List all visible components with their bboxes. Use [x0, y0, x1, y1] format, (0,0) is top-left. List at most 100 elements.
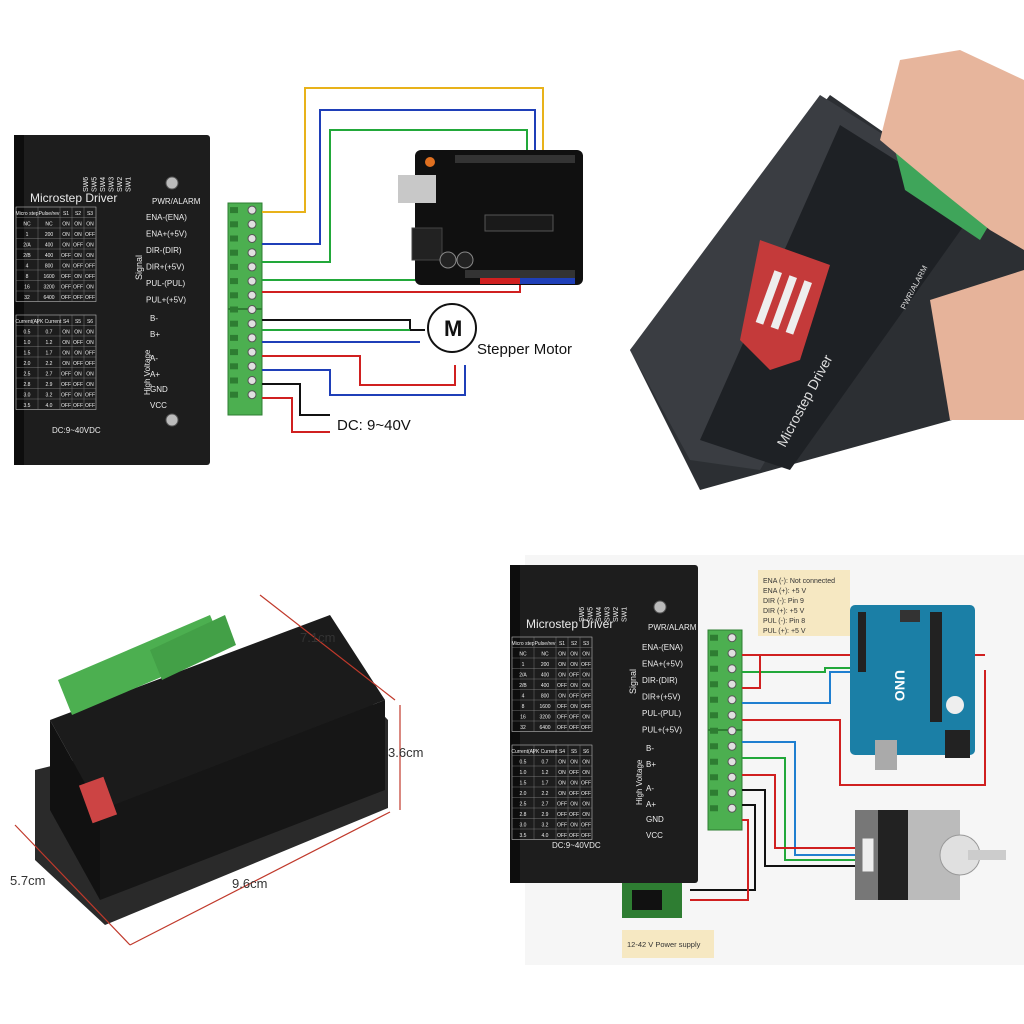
- current-table-cell: 2.5: [520, 802, 527, 808]
- power-supply-jack: [622, 883, 682, 918]
- step-table-cell: NC: [23, 222, 31, 228]
- step-table-cell: OFF: [557, 715, 567, 721]
- hv-pin-label: A+: [646, 800, 656, 809]
- current-table-cell: 3.5: [520, 833, 527, 839]
- connection-note-line: ENA (-): Not connected: [763, 578, 835, 585]
- current-table-cell: OFF: [73, 361, 83, 367]
- current-table-cell: OFF: [557, 802, 567, 808]
- mount-screw-bottom: [165, 413, 179, 427]
- current-table-header: Current(A): [15, 319, 39, 325]
- terminal-screw: [727, 648, 737, 658]
- power-supply-note: 12-42 V Power supply: [622, 930, 714, 958]
- current-table-header: PK Current: [533, 749, 558, 755]
- hv-pin-label: GND: [646, 815, 664, 824]
- current-table-cell: 0.7: [46, 330, 53, 336]
- current-table-cell: OFF: [61, 393, 71, 399]
- terminal-screw: [727, 772, 737, 782]
- signal-group-label-2: Signal: [628, 669, 638, 694]
- step-table-cell: ON: [86, 253, 94, 259]
- current-table-cell: OFF: [569, 833, 579, 839]
- step-table-cell: 32: [520, 725, 526, 731]
- current-table-cell: 2.2: [542, 791, 549, 797]
- terminal-screw: [727, 633, 737, 643]
- sw-label: SW3: [109, 177, 116, 192]
- stepper-motor-label: Stepper Motor: [477, 341, 572, 358]
- current-table-cell: ON: [570, 802, 578, 808]
- sw-label: SW2: [117, 177, 124, 192]
- step-table-cell: 200: [541, 662, 550, 668]
- current-table-cell: OFF: [569, 812, 579, 818]
- current-table-header: S5: [571, 749, 577, 755]
- current-table-cell: ON: [558, 770, 566, 776]
- current-table-cell: OFF: [581, 791, 591, 797]
- step-table-cell: ON: [582, 715, 590, 721]
- uno-label: UNO: [892, 670, 908, 701]
- terminal-screw: [727, 757, 737, 767]
- current-table-cell: OFF: [61, 372, 71, 378]
- current-table-cell: ON: [558, 781, 566, 787]
- step-table-cell: ON: [558, 662, 566, 668]
- step-table-cell: OFF: [581, 725, 591, 731]
- current-table-cell: ON: [62, 351, 70, 357]
- current-table-header: S6: [583, 749, 589, 755]
- sw-label: SW4: [100, 177, 107, 192]
- step-table-cell: ON: [62, 232, 70, 238]
- sw-label: SW1: [126, 177, 133, 192]
- step-table-cell: 32: [24, 295, 30, 301]
- current-table-cell: 0.7: [542, 760, 549, 766]
- driver-title-2: Microstep Driver: [526, 617, 613, 631]
- pwr-alarm-label: PWR/ALARM: [152, 197, 201, 206]
- signal-pin-label: PUL+(+5V): [642, 726, 682, 735]
- signal-group-label: Signal: [134, 255, 144, 280]
- current-table-cell: ON: [558, 791, 566, 797]
- dc-rating-label-2: DC:9~40VDC: [552, 841, 601, 850]
- connection-note-line: DIR (+): +5 V: [763, 608, 805, 615]
- current-table-cell: 2.7: [542, 802, 549, 808]
- terminal-screw: [247, 319, 257, 329]
- dim-top-length: 7.1cm: [300, 630, 335, 645]
- step-table-header: S1: [559, 641, 565, 647]
- driver-body-2: [510, 565, 698, 883]
- step-table-cell: OFF: [569, 694, 579, 700]
- step-table-cell: 200: [45, 232, 54, 238]
- current-table-cell: 1.0: [24, 340, 31, 346]
- step-table-cell: OFF: [61, 253, 71, 259]
- step-table-cell: ON: [570, 683, 578, 689]
- current-table-cell: OFF: [73, 340, 83, 346]
- current-table-cell: OFF: [557, 823, 567, 829]
- mount-screw-top: [165, 176, 179, 190]
- current-table-cell: ON: [86, 330, 94, 336]
- current-table-cell: 2.9: [542, 812, 549, 818]
- connection-note-line: ENA (+): +5 V: [763, 588, 807, 595]
- step-table-cell: 8: [522, 704, 525, 710]
- current-table-header: Current(A): [511, 749, 535, 755]
- step-table-cell: 16: [24, 285, 30, 291]
- current-table-cell: 1.5: [520, 781, 527, 787]
- hv-pin-label: A+: [150, 370, 160, 379]
- current-table-cell: 2.0: [520, 791, 527, 797]
- hv-pin-label: VCC: [646, 831, 663, 840]
- step-table-cell: 1600: [539, 704, 550, 710]
- driver-title: Microstep Driver: [30, 191, 117, 205]
- current-table-cell: 2.0: [24, 361, 31, 367]
- current-table-cell: ON: [570, 823, 578, 829]
- step-table-cell: OFF: [85, 232, 95, 238]
- wires-top: [262, 87, 544, 433]
- current-table-cell: 3.2: [46, 393, 53, 399]
- dimension-lines: [14, 594, 401, 946]
- current-table-cell: ON: [74, 393, 82, 399]
- step-table-cell: OFF: [85, 274, 95, 280]
- signal-pin-label: DIR+(+5V): [146, 263, 185, 272]
- dc-voltage-label: DC: 9~40V: [337, 417, 411, 434]
- hv-group-label-2: High Voltage: [635, 759, 644, 805]
- step-table-cell: 400: [45, 253, 54, 259]
- sw-label: SW5: [588, 607, 595, 622]
- terminal-screw: [247, 234, 257, 243]
- step-table-cell: 1: [26, 232, 29, 238]
- step-table-cell: 400: [45, 243, 54, 249]
- signal-pin-label: ENA-(ENA): [146, 213, 187, 222]
